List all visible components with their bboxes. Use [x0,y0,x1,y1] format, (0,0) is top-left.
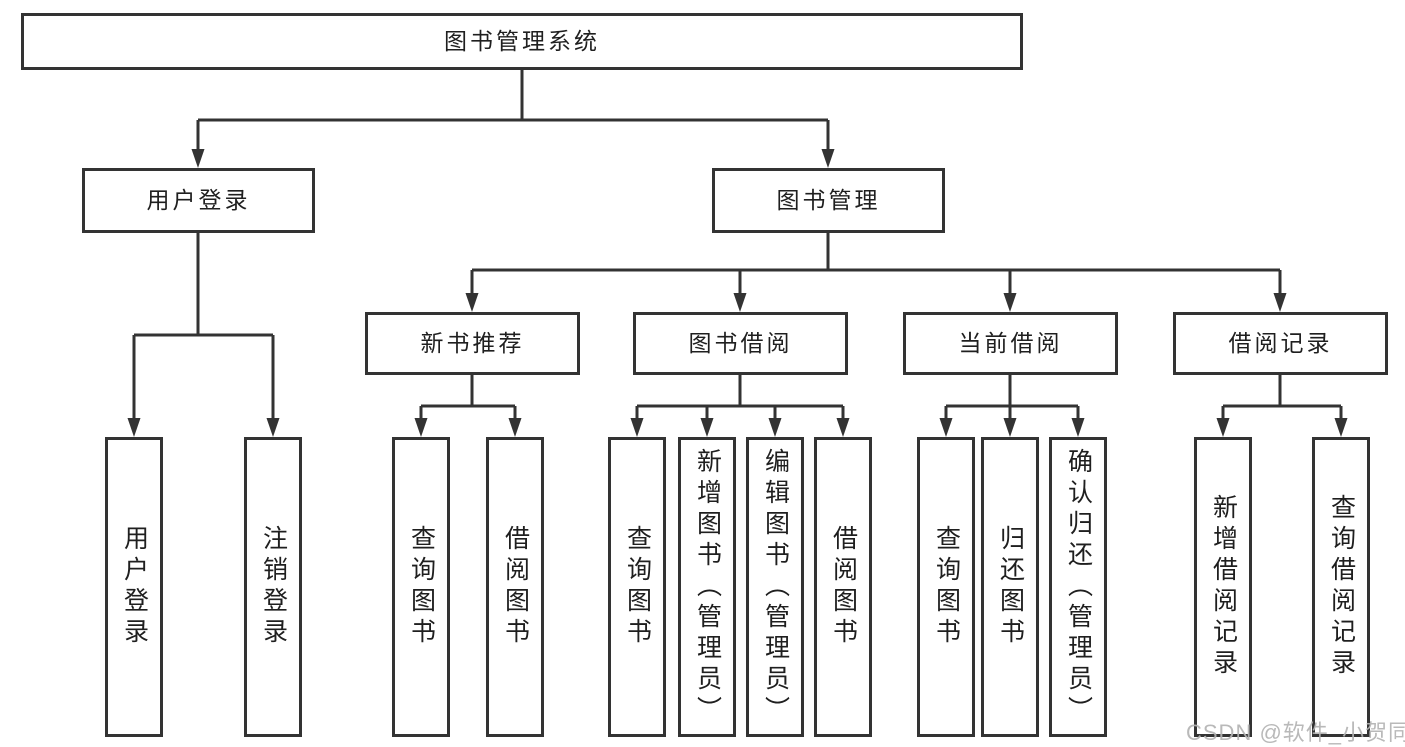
leaf-add-book-admin: 新增图书（管理员） [678,437,736,737]
leaf-label: 查询图书 [407,525,436,649]
arrow-down-icon [191,149,205,168]
arrow-down-icon [700,418,714,437]
leaf-query-books-recommend: 查询图书 [392,437,450,737]
node-label: 当前借阅 [958,330,1063,356]
arrow-down-icon [508,418,522,437]
leaf-add-borrow-record: 新增借阅记录 [1194,437,1252,737]
arrow-down-icon [1003,293,1017,312]
arrow-down-icon [821,149,835,168]
node-borrowing-records: 借阅记录 [1173,312,1388,375]
node-label: 图书管理系统 [444,28,600,54]
leaf-query-books-current: 查询图书 [917,437,975,737]
arrow-down-icon [1273,293,1287,312]
arrow-down-icon [939,418,953,437]
arrow-down-icon [1071,418,1085,437]
leaf-query-books-borrow: 查询图书 [608,437,666,737]
node-label: 借阅记录 [1228,330,1333,356]
leaf-label: 归还图书 [996,525,1025,649]
leaf-edit-book-admin: 编辑图书（管理员） [746,437,804,737]
node-user-login: 用户登录 [82,168,315,233]
leaf-borrow-books-recommend: 借阅图书 [486,437,544,737]
leaf-logout: 注销登录 [244,437,302,737]
leaf-label: 查询借阅记录 [1327,494,1356,680]
node-label: 新书推荐 [420,330,525,356]
leaf-label: 注销登录 [259,525,288,649]
leaf-label: 用户登录 [120,525,149,649]
node-current-borrowing: 当前借阅 [903,312,1118,375]
leaf-query-borrow-record: 查询借阅记录 [1312,437,1370,737]
arrow-down-icon [630,418,644,437]
node-label: 用户登录 [146,187,251,213]
node-library-system: 图书管理系统 [21,13,1023,70]
leaf-label: 新增图书（管理员） [693,447,722,727]
leaf-label: 查询图书 [623,525,652,649]
arrow-down-icon [127,418,141,437]
leaf-label: 借阅图书 [501,525,530,649]
node-book-borrowing: 图书借阅 [633,312,848,375]
leaf-label: 查询图书 [932,525,961,649]
arrow-down-icon [465,293,479,312]
leaf-borrow-books: 借阅图书 [814,437,872,737]
leaf-label: 借阅图书 [829,525,858,649]
arrow-down-icon [1216,418,1230,437]
leaf-label: 确认归还（管理员） [1064,447,1093,727]
arrow-down-icon [1003,418,1017,437]
node-book-management: 图书管理 [712,168,945,233]
arrow-down-icon [836,418,850,437]
csdn-watermark: CSDN @软件_小贺同学 [1186,720,1405,745]
arrow-down-icon [733,293,747,312]
arrow-down-icon [1334,418,1348,437]
leaf-label: 新增借阅记录 [1209,494,1238,680]
node-new-book-recommendation: 新书推荐 [365,312,580,375]
node-label: 图书管理 [776,187,881,213]
arrow-down-icon [266,418,280,437]
leaf-label: 编辑图书（管理员） [761,447,790,727]
arrow-down-icon [768,418,782,437]
leaf-confirm-return-admin: 确认归还（管理员） [1049,437,1107,737]
leaf-user-login: 用户登录 [105,437,163,737]
leaf-return-books: 归还图书 [981,437,1039,737]
node-label: 图书借阅 [688,330,793,356]
arrow-down-icon [414,418,428,437]
